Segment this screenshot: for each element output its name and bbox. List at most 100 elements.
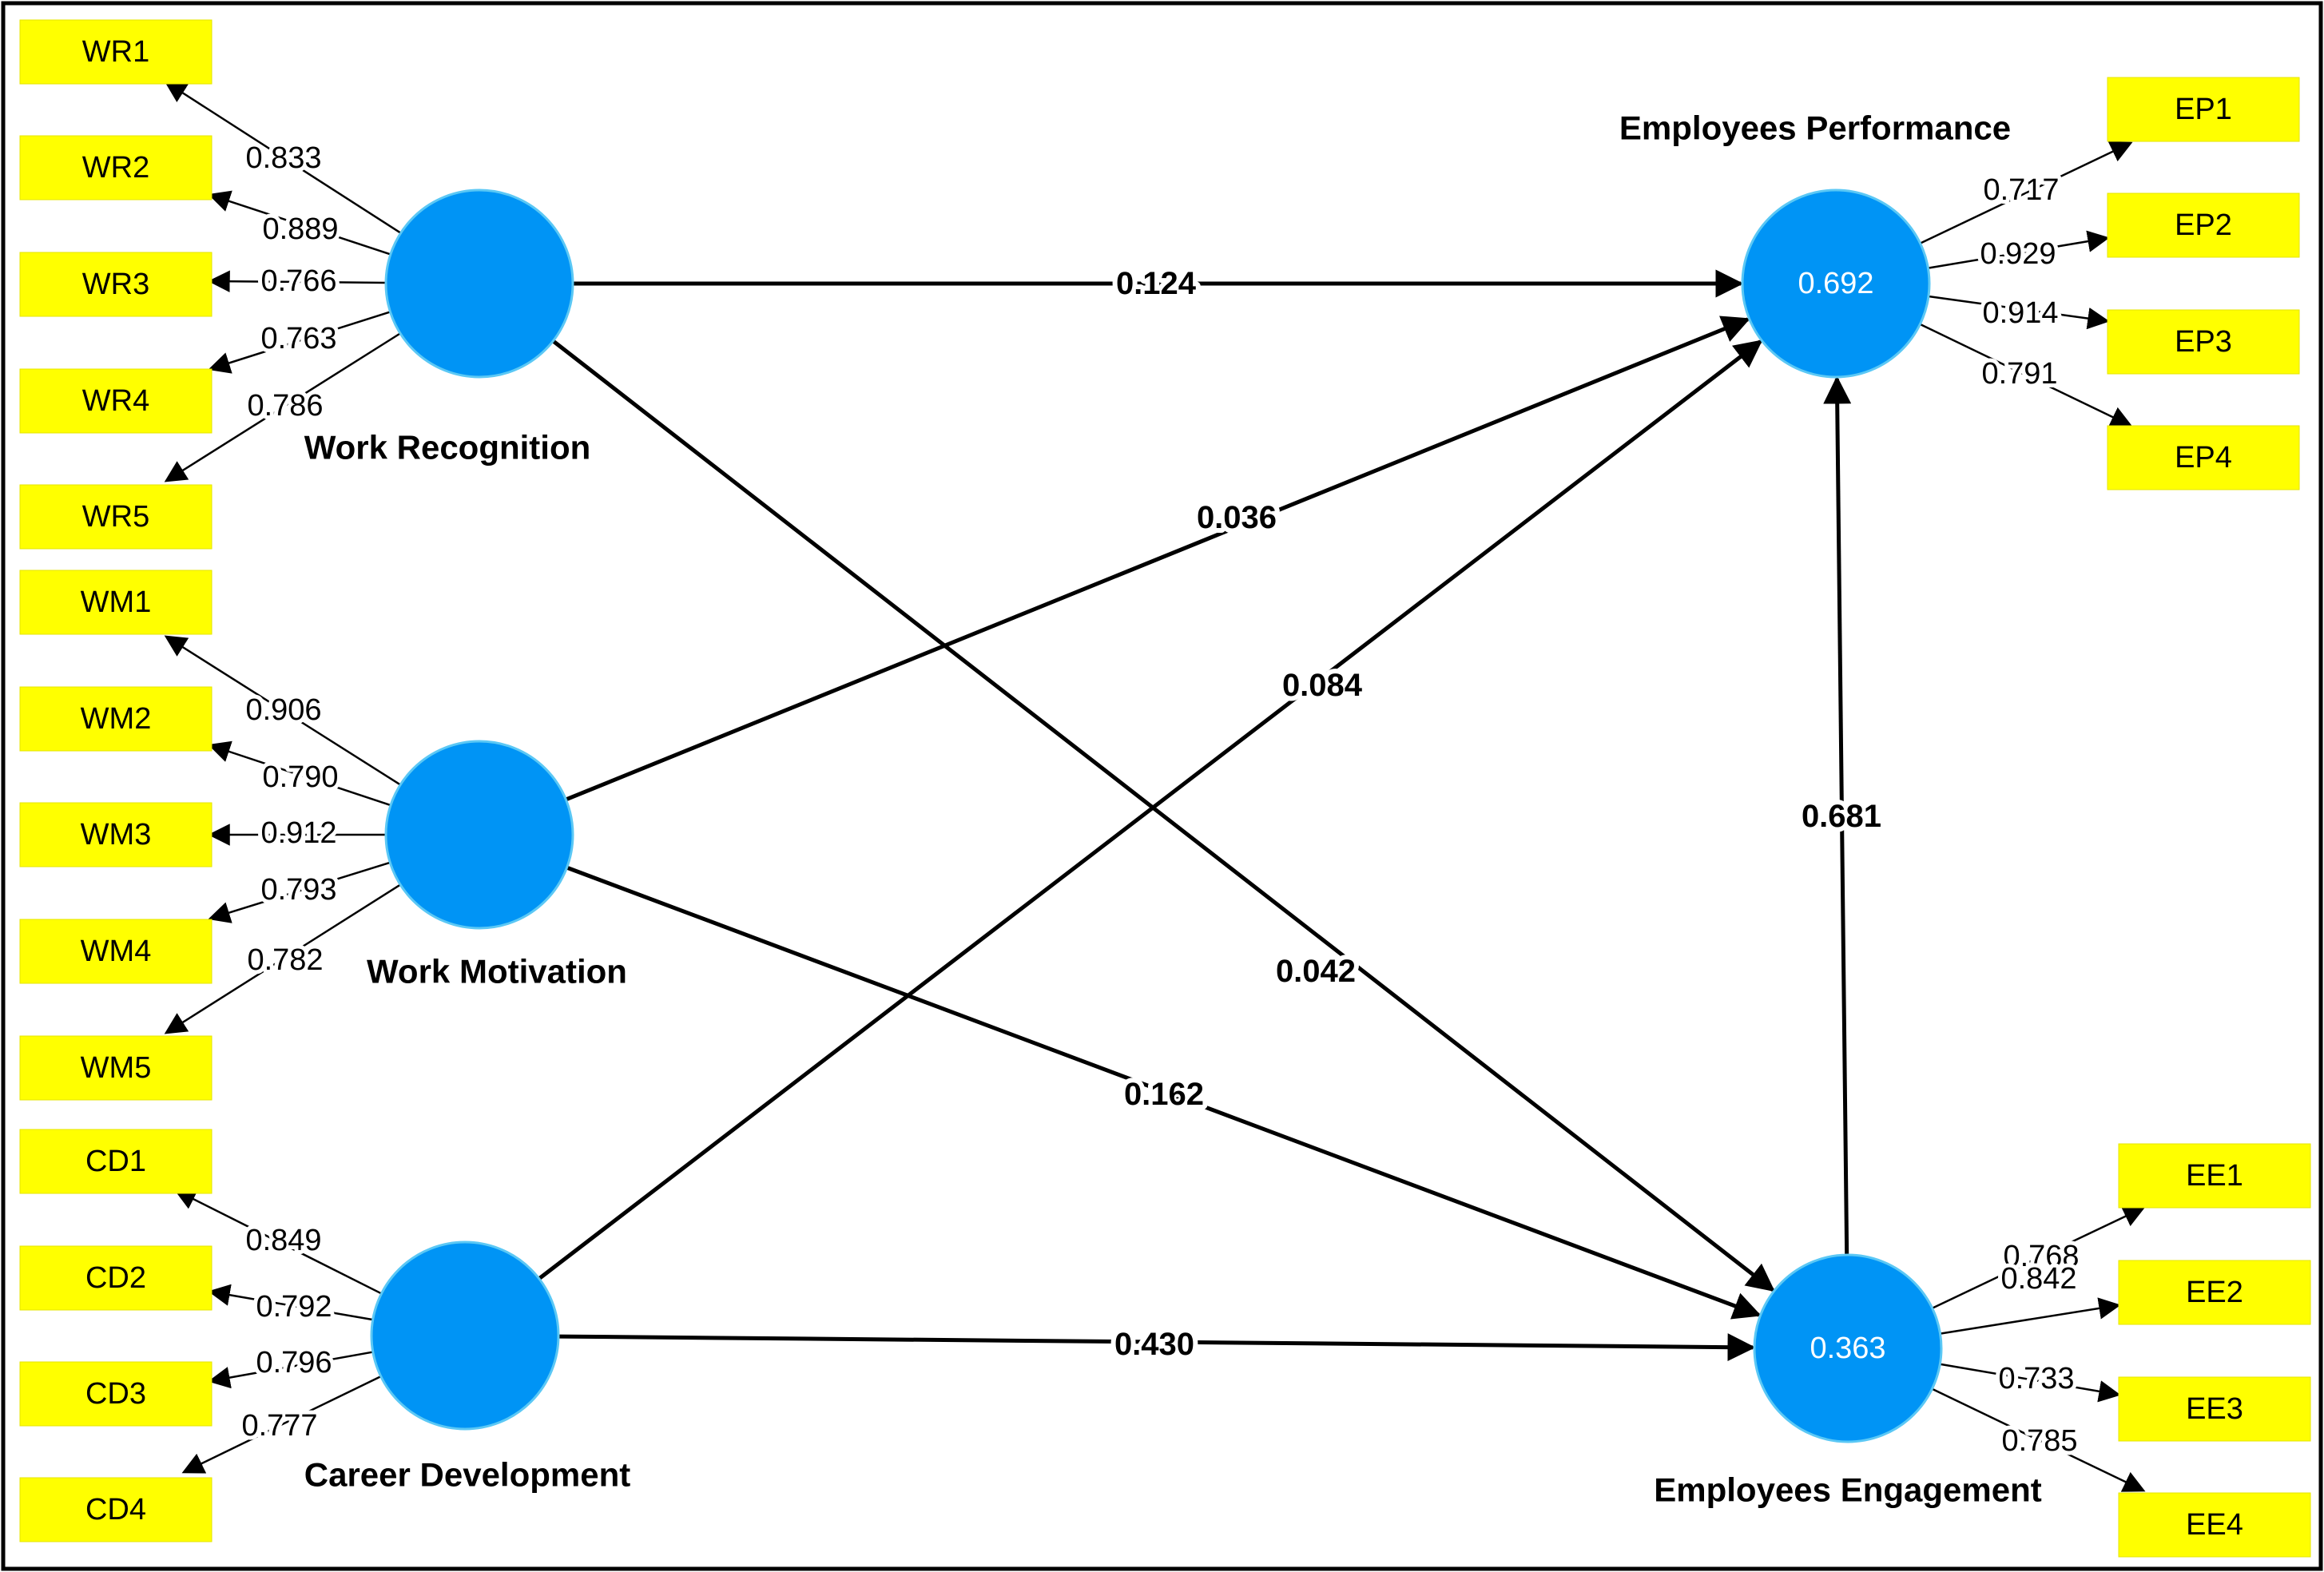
construct-employees-performance[interactable]: 0.692 bbox=[1741, 189, 1931, 379]
indicator-box-cd3 bbox=[19, 1361, 213, 1427]
loading-arrow-wr2 bbox=[208, 190, 391, 256]
indicator-label-ee2: EE2 bbox=[2186, 1276, 2243, 1309]
indicator-label-wm3: WM3 bbox=[81, 818, 152, 852]
loading-value-wm1: 0.906 bbox=[245, 693, 321, 727]
loading-arrow-wr1 bbox=[164, 81, 402, 234]
indicator-label-ep3: EP3 bbox=[2175, 325, 2232, 359]
labels-layer: 0.8330.8890.7660.7630.7860.9060.7900.912… bbox=[237, 109, 2083, 1509]
indicator-label-ep2: EP2 bbox=[2175, 208, 2232, 242]
indicator-cd1[interactable]: CD1 bbox=[19, 1129, 213, 1194]
indicator-box-ee2 bbox=[2118, 1260, 2311, 1325]
construct-employees-engagement[interactable]: 0.363 bbox=[1753, 1253, 1943, 1443]
indicator-wm1[interactable]: WM1 bbox=[19, 570, 213, 635]
loading-value-ee3: 0.733 bbox=[1998, 1362, 2074, 1395]
indicator-box-wr1 bbox=[19, 19, 213, 85]
indicator-wm4[interactable]: WM4 bbox=[19, 919, 213, 984]
loading-value-wm4: 0.793 bbox=[260, 873, 336, 907]
loading-arrow-ee2 bbox=[1940, 1297, 2121, 1335]
loading-arrow-wm2 bbox=[208, 740, 391, 807]
indicator-wr4[interactable]: WR4 bbox=[19, 368, 213, 434]
loading-value-wr3: 0.766 bbox=[260, 264, 336, 298]
construct-work-recognition[interactable] bbox=[384, 189, 574, 379]
loading-arrow-cd3 bbox=[208, 1351, 374, 1389]
loading-arrow-cd1 bbox=[173, 1189, 383, 1295]
constructs-layer: 0.692 0.363 bbox=[370, 189, 1943, 1443]
indicator-cd2[interactable]: CD2 bbox=[19, 1245, 213, 1311]
construct-circle-work-recognition bbox=[384, 189, 574, 379]
loading-arrow-ep4 bbox=[1919, 323, 2133, 427]
indicator-box-ep2 bbox=[2107, 193, 2300, 258]
indicator-label-wr1: WR1 bbox=[82, 35, 149, 69]
loading-arrow-cd2 bbox=[208, 1284, 373, 1321]
indicator-cd4[interactable]: CD4 bbox=[19, 1477, 213, 1542]
indicator-box-cd2 bbox=[19, 1245, 213, 1311]
loading-arrow-wr3 bbox=[208, 270, 387, 292]
indicator-wr1[interactable]: WR1 bbox=[19, 19, 213, 85]
path-arrow-ee-ep bbox=[1823, 375, 1852, 1256]
loading-value-cd2: 0.792 bbox=[256, 1290, 332, 1324]
indicator-box-wr3 bbox=[19, 252, 213, 317]
indicator-ee2[interactable]: EE2 bbox=[2118, 1260, 2311, 1325]
indicator-wr2[interactable]: WR2 bbox=[19, 135, 213, 200]
loading-arrow-cd4 bbox=[181, 1376, 382, 1474]
construct-work-motivation[interactable] bbox=[384, 740, 574, 930]
indicator-wm3[interactable]: WM3 bbox=[19, 802, 213, 867]
indicator-label-wm1: WM1 bbox=[81, 586, 152, 619]
loading-arrow-wm4 bbox=[208, 861, 391, 923]
indicator-wm5[interactable]: WM5 bbox=[19, 1035, 213, 1101]
path-coefficient-wr-ee: 0.042 bbox=[1276, 954, 1356, 989]
paths-layer bbox=[538, 269, 1852, 1362]
loading-arrow-wm5 bbox=[164, 883, 401, 1034]
loading-value-wr2: 0.889 bbox=[262, 212, 338, 246]
loading-arrow-ep1 bbox=[1920, 141, 2133, 244]
path-coefficient-wm-ep: 0.036 bbox=[1197, 500, 1277, 535]
indicator-box-wm3 bbox=[19, 802, 213, 867]
indicator-cd3[interactable]: CD3 bbox=[19, 1361, 213, 1427]
indicator-ep2[interactable]: EP2 bbox=[2107, 193, 2300, 258]
indicator-ep1[interactable]: EP1 bbox=[2107, 77, 2300, 142]
indicator-wr5[interactable]: WR5 bbox=[19, 484, 213, 550]
indicator-ep3[interactable]: EP3 bbox=[2107, 309, 2300, 375]
indicator-box-wr5 bbox=[19, 484, 213, 550]
construct-career-development[interactable] bbox=[370, 1241, 560, 1431]
indicator-box-ee1 bbox=[2118, 1143, 2311, 1209]
construct-circle-employees-performance bbox=[1741, 189, 1931, 379]
indicator-wm2[interactable]: WM2 bbox=[19, 686, 213, 752]
path-arrow-wm-ep bbox=[565, 316, 1750, 802]
indicator-wr3[interactable]: WR3 bbox=[19, 252, 213, 317]
loading-value-ep4: 0.791 bbox=[1981, 357, 2057, 391]
path-coefficient-wm-ee: 0.162 bbox=[1124, 1077, 1204, 1112]
indicator-box-wm5 bbox=[19, 1035, 213, 1101]
indicator-label-wr2: WR2 bbox=[82, 151, 149, 185]
construct-circle-employees-engagement bbox=[1753, 1253, 1943, 1443]
loading-arrow-ee3 bbox=[1940, 1363, 2121, 1403]
loading-value-ee1: 0.768 bbox=[2003, 1240, 2079, 1273]
indicator-ee3[interactable]: EE3 bbox=[2118, 1376, 2311, 1442]
loading-arrow-wr5 bbox=[164, 332, 401, 482]
indicator-ee1[interactable]: EE1 bbox=[2118, 1143, 2311, 1209]
indicator-box-ep1 bbox=[2107, 77, 2300, 142]
indicator-label-wm5: WM5 bbox=[81, 1051, 152, 1085]
indicator-ee4[interactable]: EE4 bbox=[2118, 1492, 2311, 1558]
r-squared-employees-performance: 0.692 bbox=[1798, 267, 1873, 300]
indicator-label-wr5: WR5 bbox=[82, 500, 149, 534]
indicator-label-ee4: EE4 bbox=[2186, 1508, 2243, 1542]
loading-value-ee4: 0.785 bbox=[2001, 1424, 2077, 1458]
loading-value-wm5: 0.782 bbox=[247, 943, 323, 977]
indicator-label-ee3: EE3 bbox=[2186, 1392, 2243, 1426]
construct-circle-work-motivation bbox=[384, 740, 574, 930]
loading-value-cd3: 0.796 bbox=[256, 1346, 332, 1379]
path-coefficient-wr-ep: 0.124 bbox=[1116, 266, 1197, 301]
indicator-label-cd3: CD3 bbox=[85, 1377, 146, 1411]
loading-arrow-ep3 bbox=[1928, 295, 2110, 330]
loading-value-wm3: 0.912 bbox=[260, 816, 336, 850]
indicator-ep4[interactable]: EP4 bbox=[2107, 425, 2300, 490]
indicator-box-ep4 bbox=[2107, 425, 2300, 490]
loading-arrow-ee1 bbox=[1932, 1206, 2146, 1309]
indicator-box-wm2 bbox=[19, 686, 213, 752]
indicator-box-ee3 bbox=[2118, 1376, 2311, 1442]
indicator-box-wm4 bbox=[19, 919, 213, 984]
loading-value-wr1: 0.833 bbox=[245, 141, 321, 175]
indicator-box-cd1 bbox=[19, 1129, 213, 1194]
